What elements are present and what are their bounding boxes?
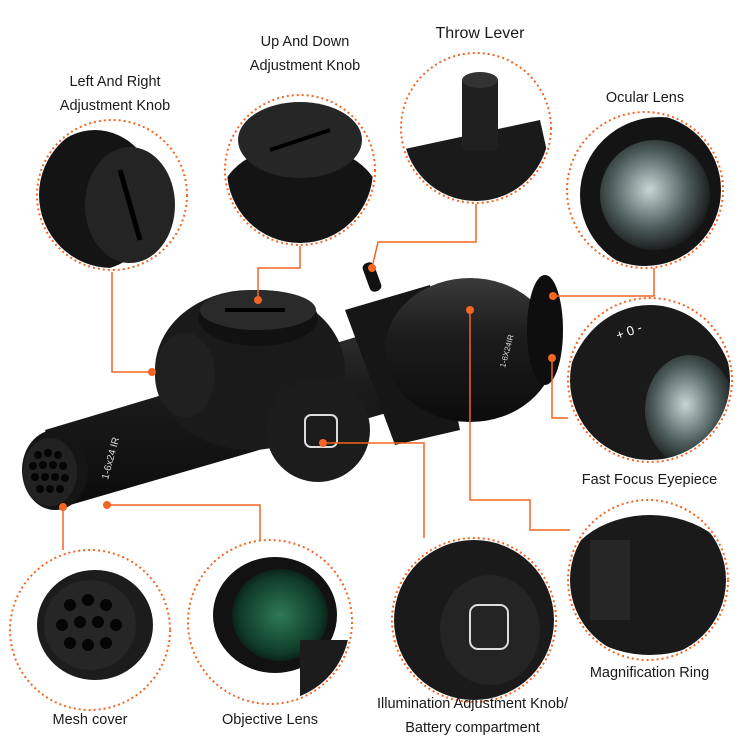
label-magnification-ring: Magnification Ring <box>589 665 710 681</box>
left-right-knob-image <box>39 122 185 268</box>
objective-lens-image <box>190 542 350 702</box>
label-up-down-knob: Up And Down Adjustment Knob <box>230 30 380 78</box>
label-line: Left And Right <box>69 74 161 90</box>
label-line: Adjustment Knob <box>59 98 171 114</box>
mesh-cover-image <box>12 552 168 708</box>
callout-circles <box>9 52 733 711</box>
label-line: Illumination Adjustment Knob/ <box>376 696 569 712</box>
label-throw-lever: Throw Lever <box>435 25 525 42</box>
magnification-ring-image <box>570 502 726 658</box>
fast-focus-image: + 0 - <box>570 300 730 460</box>
label-left-right-knob: Left And Right Adjustment Knob <box>40 70 190 118</box>
label-illumination-knob: Illumination Adjustment Knob/ Battery co… <box>355 692 590 740</box>
scope-body: 1-6x24 IR 1-6X24IR <box>22 262 563 510</box>
up-down-knob-image <box>227 97 373 243</box>
label-fast-focus: Fast Focus Eyepiece <box>581 472 718 488</box>
leader-dots <box>59 264 557 511</box>
ocular-lens-image <box>569 114 721 266</box>
illumination-knob-image <box>394 540 554 700</box>
label-line: Battery compartment <box>405 720 540 736</box>
label-mesh-cover: Mesh cover <box>52 712 128 728</box>
throw-lever-image <box>403 55 549 201</box>
label-line: Up And Down <box>260 34 350 50</box>
label-line: Adjustment Knob <box>249 58 361 74</box>
label-ocular-lens: Ocular Lens <box>605 90 685 106</box>
label-objective-lens: Objective Lens <box>222 712 318 728</box>
leader-lines <box>62 204 655 550</box>
